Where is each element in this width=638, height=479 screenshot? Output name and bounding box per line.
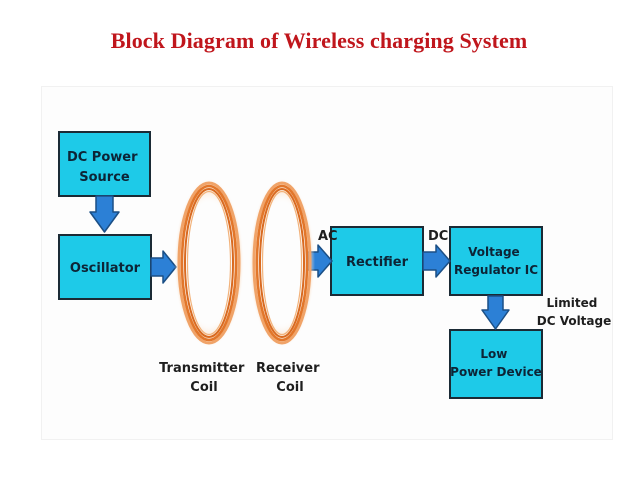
label-transmitter-coil-line-2: Coil [190, 380, 217, 395]
transmitter-coil-icon [174, 178, 244, 348]
block-low-power-device-line-2: Power Device [450, 365, 542, 379]
block-dc-power-source-label: DC Power Source [67, 150, 142, 185]
block-low-power-device-line-1: Low [480, 347, 507, 361]
label-receiver-coil-line-1: Receiver [256, 361, 320, 376]
receiver-coil-icon [249, 178, 315, 348]
block-rectifier: Rectifier [330, 226, 424, 296]
block-rectifier-label: Rectifier [346, 255, 409, 270]
label-transmitter-coil: Transmitter Coil [159, 361, 249, 395]
arrow-down-regulator-to-device [481, 295, 510, 330]
label-transmitter-coil-line-1: Transmitter [159, 361, 245, 376]
label-dc: DC [428, 229, 448, 244]
block-dc-power-source-line-2: Source [79, 170, 130, 185]
block-oscillator-label: Oscillator [70, 261, 141, 276]
label-limited-dc-voltage-line-2: DC Voltage [537, 314, 612, 328]
block-dc-power-source-line-1: DC Power [67, 150, 138, 165]
block-voltage-regulator-ic-line-1: Voltage [468, 245, 520, 259]
block-voltage-regulator-ic-line-2: Regulator IC [454, 263, 538, 277]
block-voltage-regulator-ic-label: Voltage Regulator IC [454, 245, 538, 277]
label-limited-dc-voltage: Limited DC Voltage [537, 296, 612, 328]
label-receiver-coil: Receiver Coil [256, 361, 324, 395]
block-oscillator: Oscillator [58, 234, 152, 300]
label-ac: AC [318, 229, 338, 244]
arrow-right-rectifier-to-regulator [422, 244, 451, 278]
block-dc-power-source: DC Power Source [58, 131, 151, 197]
arrow-right-oscillator-to-coil [150, 250, 177, 284]
block-voltage-regulator-ic: Voltage Regulator IC [449, 226, 543, 296]
block-low-power-device: Low Power Device [449, 329, 543, 399]
label-limited-dc-voltage-line-1: Limited [546, 296, 597, 310]
slide-title: Block Diagram of Wireless charging Syste… [110, 28, 528, 53]
arrow-down-source-to-oscillator [89, 195, 120, 233]
label-receiver-coil-line-2: Coil [276, 380, 303, 395]
block-low-power-device-label: Low Power Device [450, 347, 542, 379]
block-diagram: DC Power Source Oscillator Rectifier Vol… [58, 131, 612, 399]
